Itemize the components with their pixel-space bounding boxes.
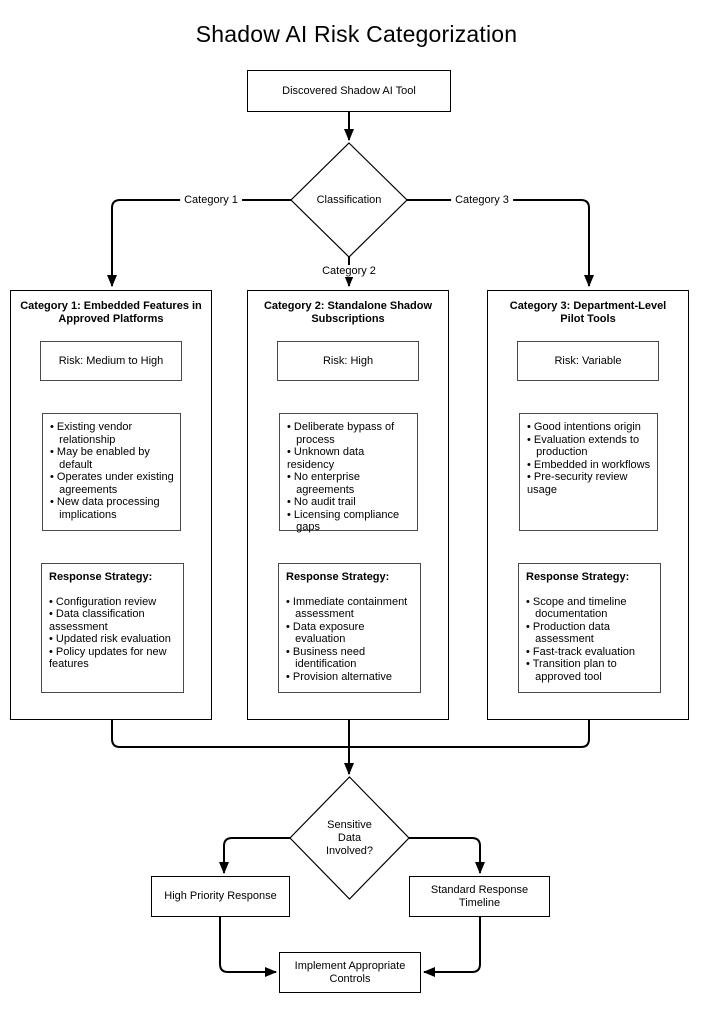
category-3-box: Category 3: Department-Level Pilot Tools… — [487, 290, 689, 720]
response-strategy-title: Response Strategy: — [49, 571, 153, 583]
category-3-risk-box: Risk: Variable — [517, 341, 659, 381]
sensitive-data-diamond: Sensitive Data Involved? — [289, 776, 410, 900]
bullet-item: • No enterprise agreements — [287, 471, 360, 496]
bullet-item: • Policy updates for new features — [49, 645, 167, 671]
response-strategy-list: • Configuration review• Data classificat… — [49, 596, 180, 671]
bullet-item: • Transition plan to approved tool — [526, 658, 617, 683]
category-1-title: Category 1: Embedded Features in Approve… — [20, 300, 202, 325]
connector-sensitive-to-standard — [409, 837, 485, 874]
bullet-item: • Business need identification — [286, 645, 366, 671]
bullet-item: • Production data assessment — [526, 620, 610, 646]
classification-label: Classification — [316, 193, 382, 206]
bullet-item: • Operates under existing agreements — [50, 471, 174, 496]
bullet-item: • Evaluation extends to production — [527, 433, 640, 459]
bullet-item: • Data exposure evaluation — [286, 620, 365, 646]
category-1-box: Category 1: Embedded Features in Approve… — [10, 290, 212, 720]
response-strategy-list: • Scope and timeline documentation• Prod… — [526, 596, 657, 684]
bullet-item: • No audit trail — [287, 496, 356, 508]
branch-label-category-1: Category 1 — [180, 194, 242, 206]
bullet-item: • Unknown data residency — [287, 446, 368, 471]
bullet-item: • Immediate containment assessment — [286, 595, 408, 621]
bullet-item: • Configuration review — [49, 595, 157, 608]
connector-merge-line — [111, 720, 590, 748]
category-2-response-box: Response Strategy: • Immediate containme… — [278, 563, 421, 693]
category-2-box: Category 2: Standalone Shadow Subscripti… — [247, 290, 449, 720]
diamond-shape — [290, 142, 408, 258]
bullet-item: • Deliberate bypass of process — [287, 421, 395, 446]
connector-category1-branch — [107, 199, 291, 287]
category-3-response-box: Response Strategy: • Scope and timeline … — [518, 563, 661, 693]
bullet-item: • Fast-track evaluation — [526, 645, 636, 658]
response-strategy-list: • Immediate containment assessment• Data… — [286, 596, 417, 684]
bullet-item: • Existing vendor relationship — [50, 421, 133, 446]
category-1-response-box: Response Strategy: • Configuration revie… — [41, 563, 184, 693]
bullet-item: • Embedded in workflows — [527, 458, 651, 471]
response-strategy-title: Response Strategy: — [526, 571, 630, 583]
bullet-item: • New data processing implications — [50, 496, 160, 521]
diagram-title: Shadow AI Risk Categorization — [195, 21, 518, 47]
category-3-characteristics-box: • Good intentions origin• Evaluation ext… — [519, 413, 658, 531]
category-2-title: Category 2: Standalone Shadow Subscripti… — [263, 300, 433, 325]
bullet-item: • Provision alternative — [286, 670, 392, 683]
connector-category3-branch — [407, 199, 594, 287]
sensitive-data-label: Sensitive Data Involved? — [325, 818, 374, 857]
branch-label-category-3: Category 3 — [451, 194, 513, 206]
bullet-item: • Updated risk evaluation — [49, 633, 171, 645]
implement-controls-node: Implement Appropriate Controls — [279, 952, 421, 993]
classification-diamond: Classification — [290, 142, 408, 258]
category-3-title: Category 3: Department-Level Pilot Tools — [509, 300, 667, 325]
category-1-characteristics-box: • Existing vendor relationship• May be e… — [42, 413, 181, 531]
bullet-item: • Data classification assessment — [49, 608, 145, 633]
category-2-risk-box: Risk: High — [277, 341, 419, 381]
category-1-risk-box: Risk: Medium to High — [40, 341, 182, 381]
connector-sensitive-to-high-priority — [219, 837, 290, 874]
bullet-item: • May be enabled by default — [50, 446, 150, 471]
category-2-characteristics-box: • Deliberate bypass of process• Unknown … — [279, 413, 418, 534]
high-priority-response-node: High Priority Response — [151, 876, 290, 917]
connector-standard-to-implement — [423, 917, 481, 977]
start-node: Discovered Shadow AI Tool — [247, 70, 451, 112]
response-strategy-title: Response Strategy: — [286, 571, 390, 583]
bullet-item: • Licensing compliance gaps — [287, 508, 400, 534]
standard-response-timeline-node: Standard Response Timeline — [409, 876, 550, 917]
bullet-item: • Good intentions origin — [527, 421, 641, 433]
bullet-item: • Scope and timeline documentation — [526, 595, 627, 621]
connector-high-priority-to-implement — [219, 917, 277, 977]
branch-label-category-2: Category 2 — [318, 265, 380, 277]
diamond-shape — [289, 776, 410, 900]
bullet-item: • Pre-security review usage — [527, 471, 628, 496]
